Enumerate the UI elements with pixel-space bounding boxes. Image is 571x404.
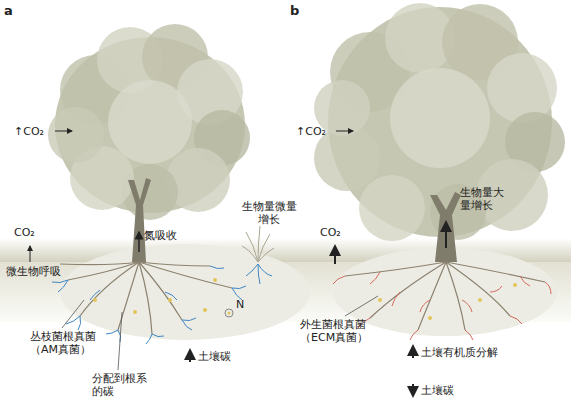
soil-label: 土壤有机质分解 [421, 346, 498, 359]
dot [203, 308, 207, 312]
hypha [232, 286, 246, 300]
grass [242, 226, 274, 262]
canopy-a [48, 24, 250, 220]
increase-arrow [189, 350, 191, 362]
hypha [182, 318, 196, 330]
root [446, 262, 510, 316]
uptake-arrow [138, 232, 140, 252]
nitrogen-symbol [228, 312, 231, 315]
growth-label: 生物量微量 增长 [238, 200, 300, 226]
hypha [490, 276, 551, 294]
leaf-cluster [487, 53, 557, 123]
hypha [52, 280, 68, 292]
roots-a [60, 262, 232, 334]
co2-arrow [55, 131, 72, 132]
root [139, 262, 152, 334]
dot [168, 298, 172, 302]
leaf-cluster [359, 175, 425, 241]
dot [428, 316, 432, 320]
root [60, 262, 139, 265]
dot [378, 298, 382, 302]
hypha [462, 300, 522, 340]
decrease-arrow [412, 384, 414, 396]
leader-line [345, 296, 378, 316]
dot [133, 310, 137, 314]
increase-arrow [412, 346, 414, 358]
hypha [90, 266, 224, 300]
trunk [430, 192, 461, 262]
hypha [146, 334, 164, 344]
co2-label: ↑CO₂ [296, 125, 326, 138]
co2-label: ↑CO₂ [14, 125, 44, 138]
co2-arrow [336, 131, 353, 132]
growth-arrow [445, 222, 447, 248]
root [139, 262, 210, 266]
roots-b [345, 262, 545, 330]
root [446, 262, 545, 282]
leader-line [62, 300, 84, 328]
dot [93, 298, 97, 302]
dot [478, 298, 482, 302]
root [418, 262, 446, 330]
root [139, 262, 182, 320]
hypha [66, 316, 81, 330]
root [345, 262, 446, 276]
leaf-cluster [108, 80, 192, 164]
leaf-cluster [390, 68, 490, 168]
co2-arrow [334, 246, 336, 264]
nutrient-label: N [236, 298, 244, 311]
soil-zone [60, 244, 310, 340]
soil-label: 土壤碳 [421, 384, 454, 397]
soil-label: 土壤碳 [198, 350, 231, 363]
carbon-label: 分配到根系 的碳 [92, 372, 156, 398]
grass-blade [242, 226, 274, 262]
trunk [128, 178, 151, 262]
co2-label: CO₂ [14, 226, 35, 239]
flux-arrows [30, 131, 446, 396]
root [139, 262, 232, 288]
panel-letter: a [4, 4, 13, 17]
nitrogen-symbol [225, 309, 233, 317]
fungi-label: 丛枝菌根真菌 （AM真菌） [30, 330, 110, 356]
hypha [106, 330, 121, 342]
fungi-label: 外生菌根真菌 （ECM真菌） [300, 318, 382, 344]
panel-letter: b [290, 4, 299, 17]
hypha [392, 292, 430, 340]
root [446, 262, 465, 330]
growth-label: 生物量大 量增长 [460, 186, 512, 212]
co2-label: CO₂ [320, 226, 341, 239]
dot [513, 283, 517, 287]
hypha [246, 264, 272, 284]
leader-line [118, 312, 122, 370]
leaf-cluster [48, 107, 104, 163]
flux-label: 微生物呼吸 [6, 265, 61, 278]
flux-label: 氮吸收 [144, 229, 177, 242]
dot [213, 278, 217, 282]
respiration-arrow [30, 246, 31, 262]
